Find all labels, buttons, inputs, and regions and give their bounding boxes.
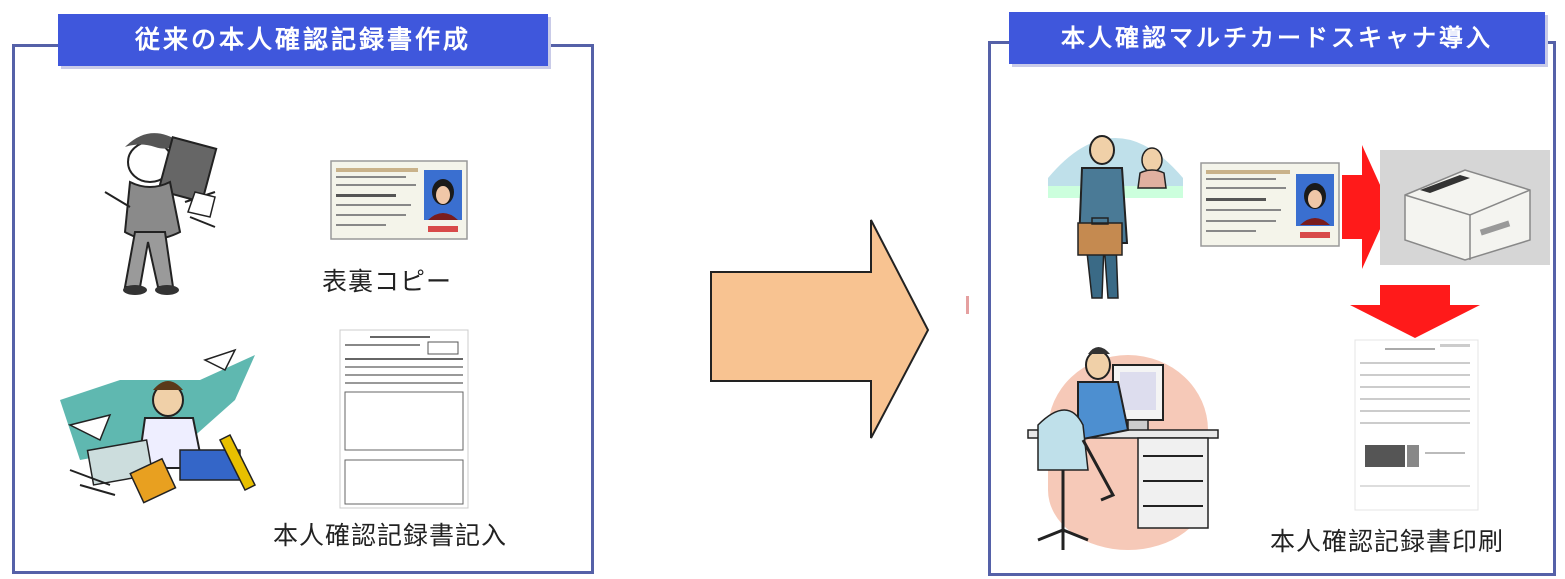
right-panel-title: 本人確認マルチカードスキャナ導入 — [1009, 12, 1545, 64]
flow-arrow-down-icon — [1350, 285, 1480, 338]
form-sheet-icon — [1354, 339, 1479, 511]
busy-worker-icon — [104, 133, 218, 295]
stray-mark — [966, 296, 969, 314]
caption-write: 本人確認記録書記入 — [273, 521, 508, 550]
left-panel-title: 従来の本人確認記録書作成 — [58, 14, 548, 66]
overloaded-clerk-icon — [60, 348, 257, 504]
caption-print: 本人確認記録書印刷 — [1270, 527, 1505, 556]
card-scanner-icon — [1380, 150, 1550, 265]
form-sheet-icon — [339, 329, 469, 509]
office-worker-pc-icon — [1027, 347, 1219, 550]
flow-arrow-right-icon — [1342, 145, 1390, 269]
id-card-icon — [330, 160, 468, 240]
caption-copy: 表裏コピー — [322, 267, 453, 296]
transition-arrow-icon — [710, 219, 930, 439]
id-card-icon — [1200, 162, 1340, 247]
counter-service-icon — [1048, 135, 1183, 299]
